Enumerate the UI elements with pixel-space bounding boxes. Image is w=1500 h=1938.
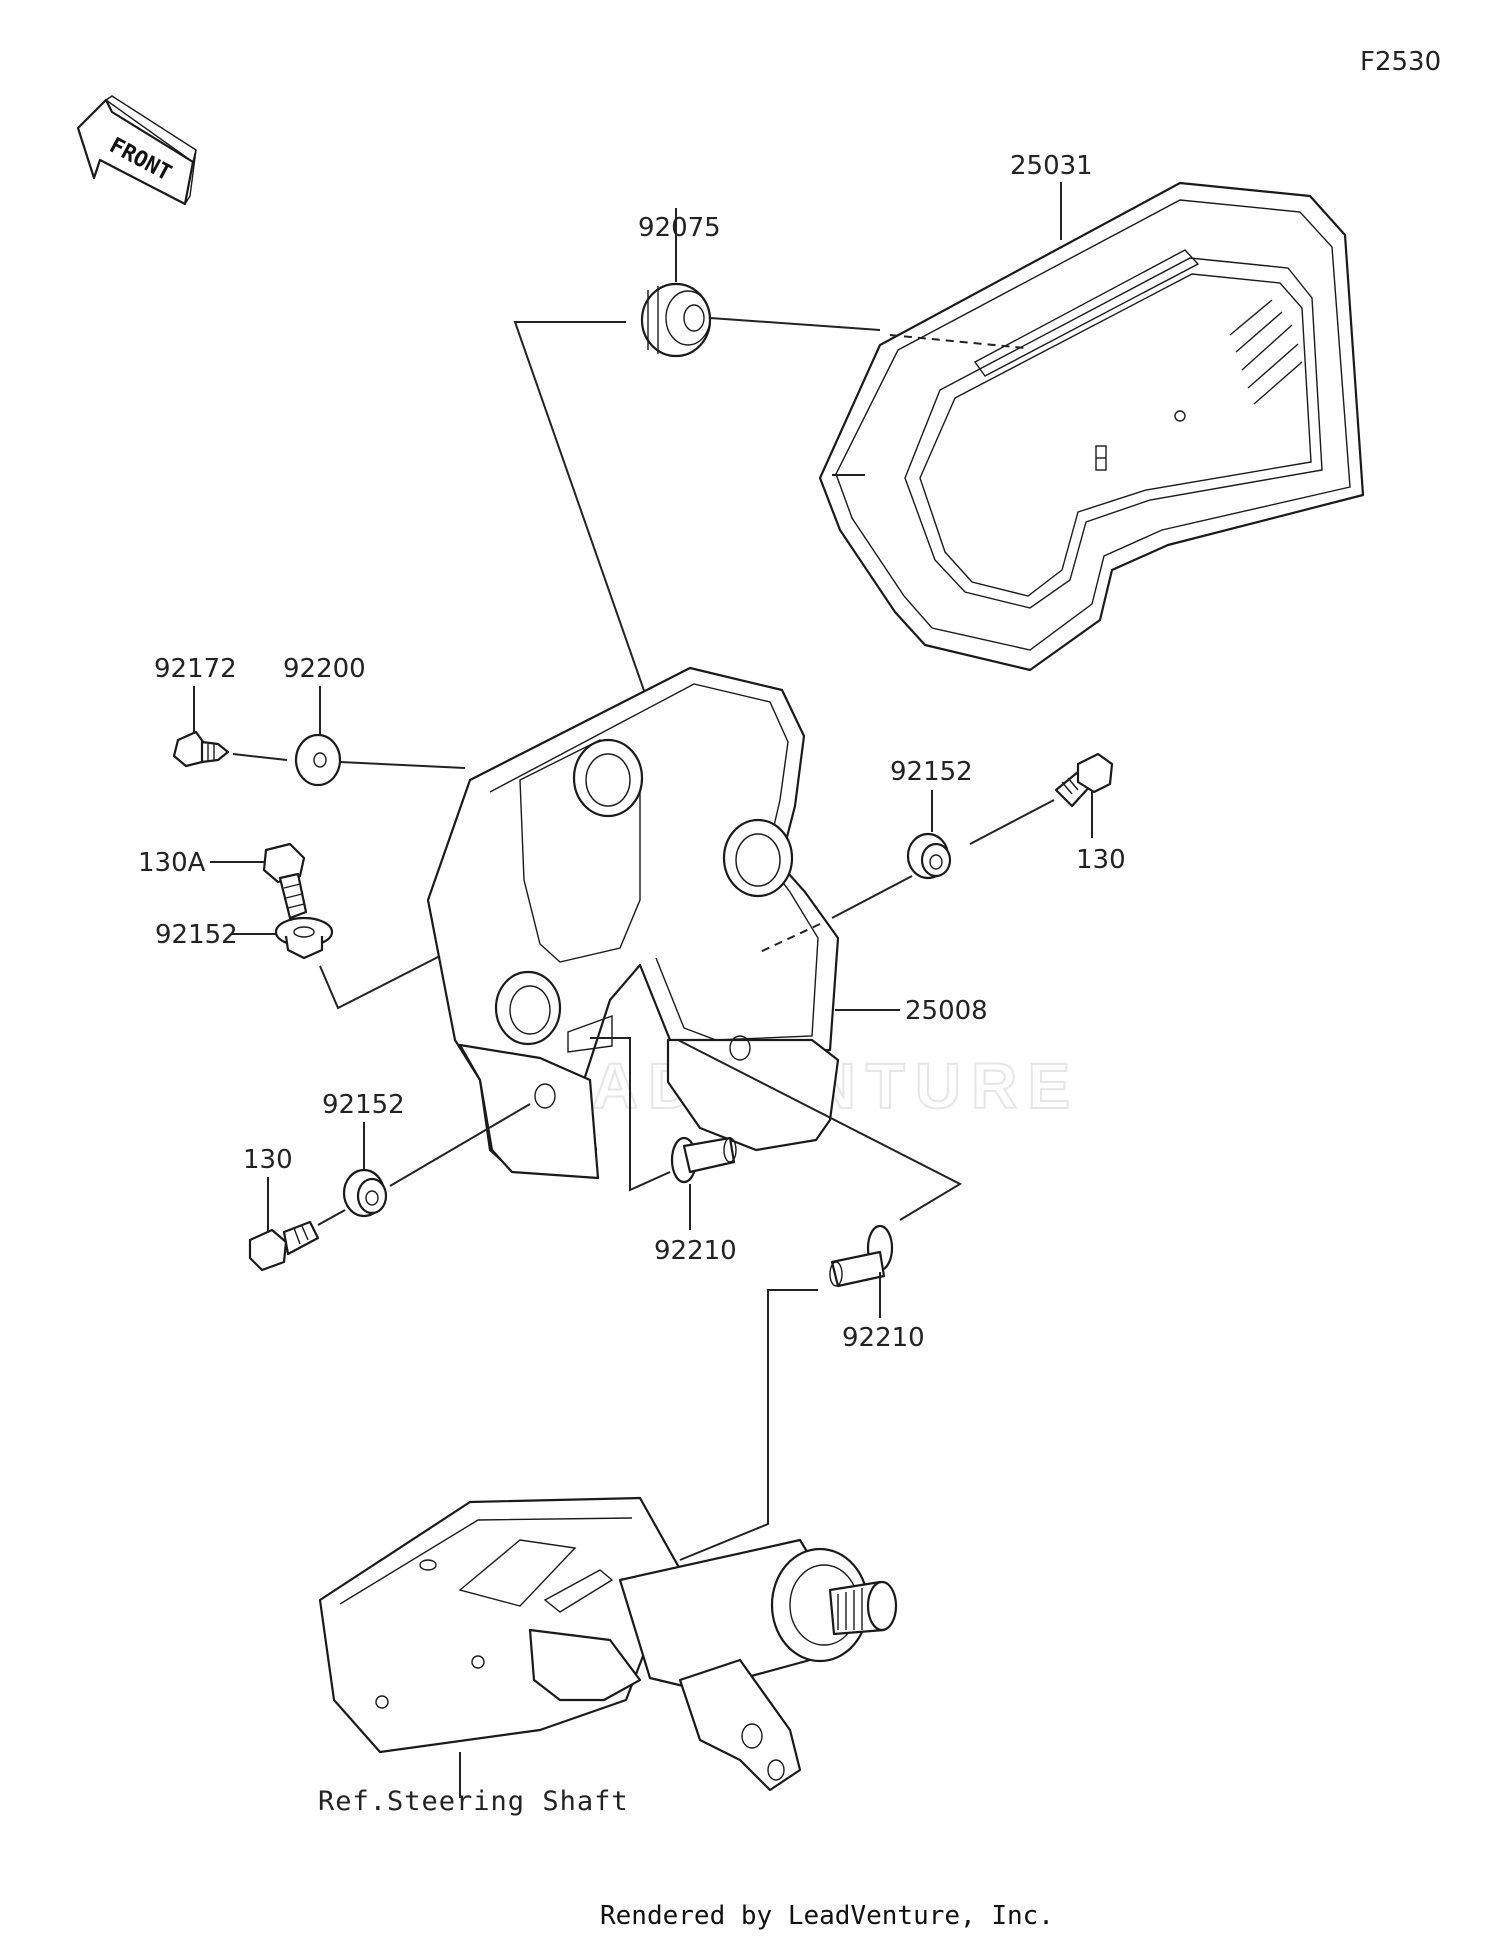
meter-assembly-25031[interactable]: [818, 181, 1365, 672]
collar-92210-right[interactable]: [829, 1224, 894, 1288]
reference-label-steering-shaft: Ref.Steering Shaft: [318, 1786, 629, 1817]
label-130-right: 130: [1076, 845, 1126, 875]
footer-credit: Rendered by LeadVenture, Inc.: [600, 1901, 1054, 1931]
screw-92172[interactable]: [172, 730, 230, 768]
label-92075: 92075: [638, 213, 721, 243]
label-92152-left: 92152: [155, 920, 238, 950]
bolt-130A[interactable]: [262, 842, 308, 920]
grommet-92075[interactable]: [640, 282, 712, 358]
label-92152-right: 92152: [890, 757, 973, 787]
collar-92210-center[interactable]: [670, 1136, 737, 1184]
steering-shaft-reference[interactable]: [318, 1496, 898, 1792]
figure-code: F2530: [1360, 47, 1441, 77]
bolt-130-lower[interactable]: [248, 1220, 320, 1272]
label-92210-right: 92210: [842, 1323, 925, 1353]
label-92200: 92200: [283, 654, 366, 684]
washer-92200[interactable]: [294, 733, 342, 787]
collar-92152-lower[interactable]: [342, 1168, 388, 1218]
meter-bracket-25008[interactable]: [426, 666, 840, 1180]
collar-92152-right[interactable]: [906, 832, 952, 880]
label-130-lower: 130: [243, 1145, 293, 1175]
label-92172: 92172: [154, 654, 237, 684]
collar-92152-left[interactable]: [274, 916, 334, 960]
label-25031: 25031: [1010, 151, 1093, 181]
label-130A: 130A: [138, 848, 206, 878]
label-92210-center: 92210: [654, 1236, 737, 1266]
label-92152-lower: 92152: [322, 1090, 405, 1120]
label-25008: 25008: [905, 996, 988, 1026]
bolt-130-right[interactable]: [1054, 752, 1114, 808]
front-arrow-icon: FRONT: [76, 95, 197, 206]
